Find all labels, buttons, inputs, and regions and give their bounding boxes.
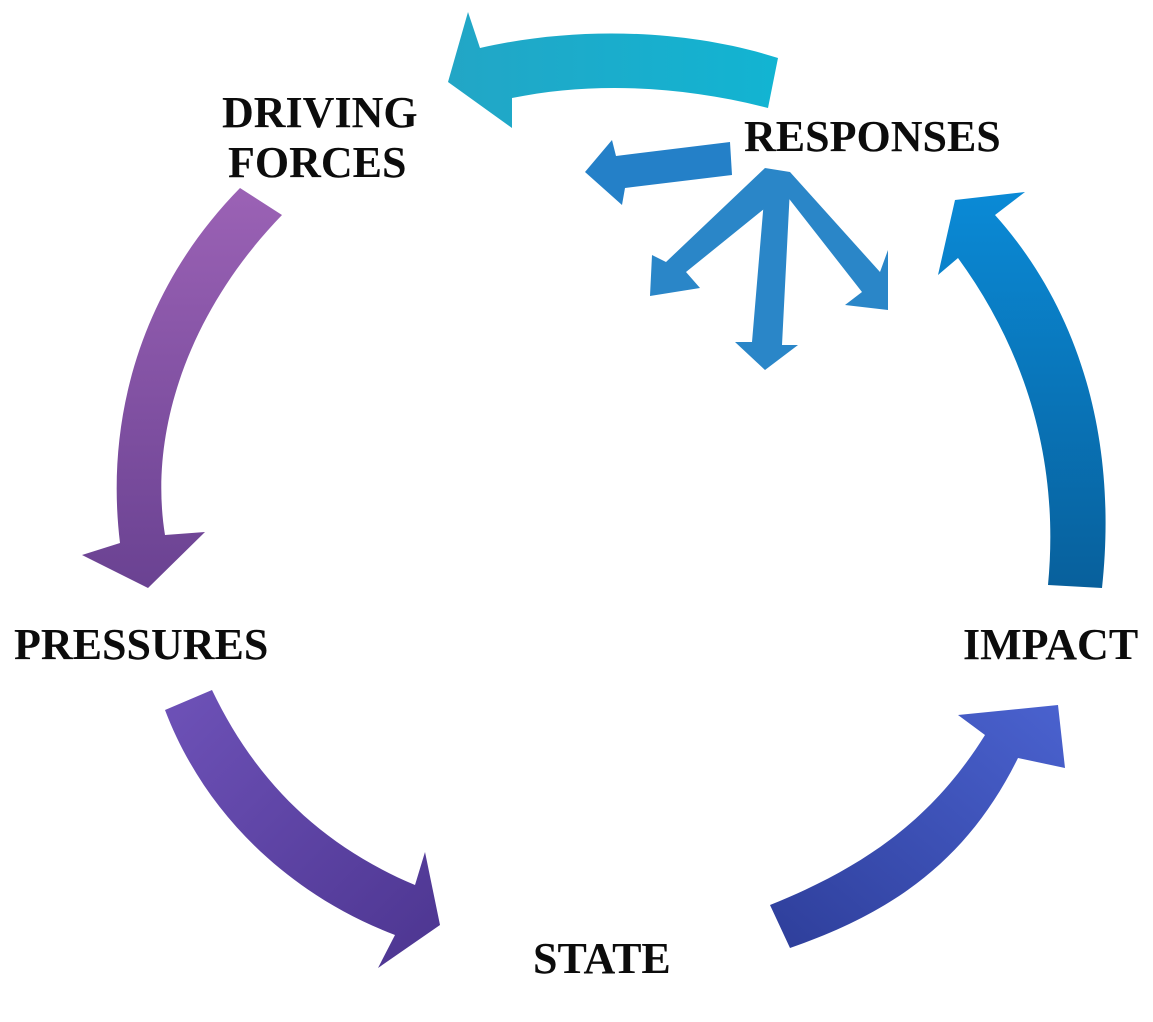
arrow-driving-to-pressures [82,188,282,588]
label-state-text: STATE [533,934,671,983]
arrow-responses-fan-left [650,168,790,296]
label-impact-text: IMPACT [963,620,1139,669]
label-state: STATE [533,934,671,984]
arrow-responses-fan-down [735,188,798,370]
label-pressures: PRESSURES [14,620,268,670]
arrow-state-to-impact [770,705,1065,948]
arrow-impact-to-responses [938,192,1106,588]
arrow-responses-left [585,140,732,205]
arrow-responses-fan-right [765,168,888,310]
label-driving-forces-line1: DRIVING [222,88,418,137]
label-driving-forces: DRIVING FORCES [222,88,418,188]
arrow-responses-to-driving [448,12,778,128]
responses-fan-arrows [650,168,888,370]
label-responses: RESPONSES [744,112,1001,162]
label-driving-forces-line2: FORCES [228,138,407,187]
label-impact: IMPACT [963,620,1138,670]
label-responses-text: RESPONSES [744,112,1001,161]
label-pressures-text: PRESSURES [14,620,269,669]
arrow-pressures-to-state [165,690,440,968]
